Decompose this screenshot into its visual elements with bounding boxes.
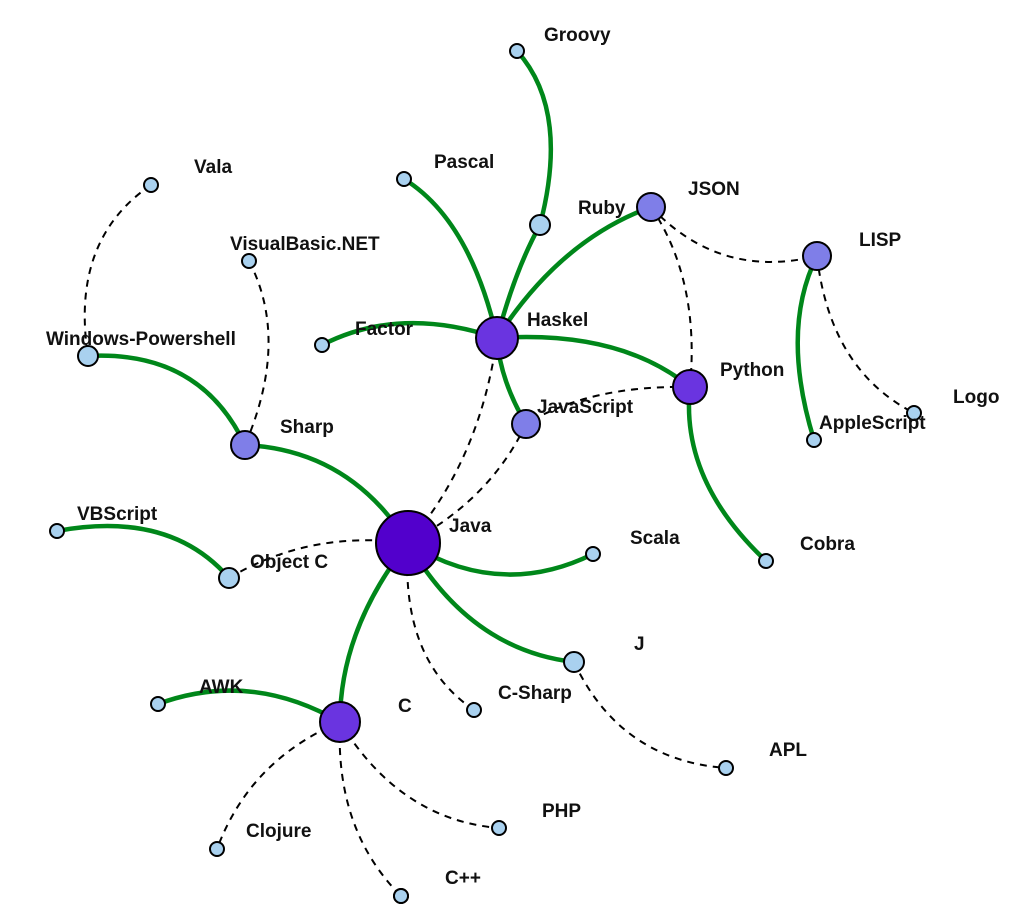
node-groovy[interactable] xyxy=(509,43,525,59)
nodes-layer xyxy=(49,43,922,904)
label-c: C xyxy=(398,696,412,717)
label-json: JSON xyxy=(688,179,740,200)
label-vala: Vala xyxy=(194,157,232,178)
edge-awk-awk_hub xyxy=(157,688,342,724)
node-cobra[interactable] xyxy=(758,553,774,569)
label-factor: Factor xyxy=(355,319,414,340)
edge-groovy-groovy_mid xyxy=(515,49,554,226)
node-lisp[interactable] xyxy=(802,241,832,271)
node-java[interactable] xyxy=(375,510,441,576)
label-java: Java xyxy=(449,516,492,537)
label-objectc: Object C xyxy=(250,552,328,573)
label-awk: AWK xyxy=(199,677,244,698)
edge-vbscript-objectc xyxy=(56,523,231,580)
edges-layer xyxy=(56,49,915,897)
label-pascal: Pascal xyxy=(434,152,494,173)
node-visualbasic[interactable] xyxy=(241,253,257,269)
node-bottom[interactable] xyxy=(393,888,409,904)
node-objectc[interactable] xyxy=(218,567,240,589)
edge-vala-powershell xyxy=(83,184,152,357)
node-c[interactable] xyxy=(466,702,482,718)
node-javascript[interactable] xyxy=(511,409,541,439)
node-logo[interactable] xyxy=(906,405,922,421)
label-sharp: Sharp xyxy=(280,417,334,438)
node-vala[interactable] xyxy=(143,177,159,193)
label-cpp: C++ xyxy=(445,868,481,889)
edge-awk_hub-php xyxy=(339,721,500,829)
label-javascript: JavaScript xyxy=(537,397,634,418)
node-awk_hub[interactable] xyxy=(319,701,361,743)
edge-csharp-apl xyxy=(573,661,727,769)
node-haskel[interactable] xyxy=(475,316,519,360)
label-php: PHP xyxy=(542,801,581,822)
edge-factor-haskel xyxy=(320,320,498,348)
label-visualbasic: VisualBasic.NET xyxy=(230,234,380,255)
label-clojure: Clojure xyxy=(246,821,311,842)
node-apl[interactable] xyxy=(718,760,734,776)
label-logo: Logo xyxy=(953,387,999,408)
edge-awk_hub-clojure xyxy=(216,721,341,850)
edge-haskel-java xyxy=(407,337,498,544)
edge-lisp-logo xyxy=(816,255,915,414)
node-sharp[interactable] xyxy=(230,430,260,460)
edge-ruby-lisp xyxy=(650,206,818,263)
label-csharp: C-Sharp xyxy=(498,683,572,704)
label-ruby: Ruby xyxy=(578,198,626,219)
node-powershell[interactable] xyxy=(77,345,99,367)
node-csharp[interactable] xyxy=(563,651,585,673)
label-haskel: Haskel xyxy=(527,310,588,331)
edge-python-javascript xyxy=(525,385,691,425)
node-python[interactable] xyxy=(672,369,708,405)
label-j: J xyxy=(634,634,645,655)
node-awk[interactable] xyxy=(150,696,166,712)
label-scala: Scala xyxy=(630,528,680,549)
label-applescript: AppleScript xyxy=(819,413,926,434)
node-clojure[interactable] xyxy=(209,841,225,857)
node-applescript[interactable] xyxy=(806,432,822,448)
edge-ruby-haskel xyxy=(495,204,652,340)
node-php[interactable] xyxy=(491,820,507,836)
node-vbscript[interactable] xyxy=(49,523,65,539)
node-pascal[interactable] xyxy=(396,171,412,187)
node-groovy_mid[interactable] xyxy=(529,214,551,236)
node-factor[interactable] xyxy=(314,337,330,353)
label-lisp: LISP xyxy=(859,230,902,251)
node-scala[interactable] xyxy=(585,546,601,562)
edge-haskel-python xyxy=(496,334,692,389)
label-python: Python xyxy=(720,360,784,381)
edge-ruby-python xyxy=(650,206,693,388)
edge-pascal-haskel xyxy=(402,177,500,339)
label-cobra: Cobra xyxy=(800,534,855,555)
edge-python-cobra xyxy=(686,386,768,563)
node-ruby[interactable] xyxy=(636,192,666,222)
edge-lisp-applescript xyxy=(795,254,820,441)
label-groovy: Groovy xyxy=(544,25,611,46)
label-apl: APL xyxy=(769,740,807,761)
edge-powershell-sharp xyxy=(87,353,248,446)
label-powershell: Windows-Powershell xyxy=(46,329,236,350)
edge-visualbasic-sharp xyxy=(244,260,270,446)
edge-awk_hub-bottom xyxy=(338,721,402,897)
label-vbscript: VBScript xyxy=(77,504,158,525)
